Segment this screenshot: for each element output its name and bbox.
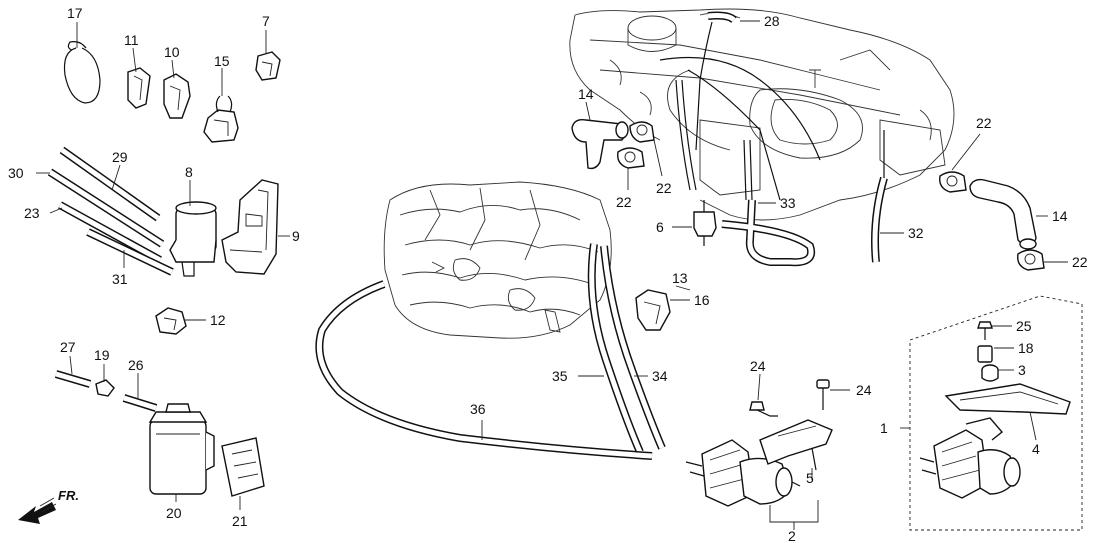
part-12-clip xyxy=(155,307,187,335)
callout-22-b: 22 xyxy=(616,194,632,210)
callout-5: 5 xyxy=(806,470,814,486)
part-14-hose-right xyxy=(969,178,1037,250)
engine-vacuum-lines xyxy=(659,56,885,201)
callout-16: 16 xyxy=(694,292,710,308)
part-4-bracket xyxy=(944,383,1071,415)
callout-22-d: 22 xyxy=(1072,254,1088,270)
front-direction-arrow xyxy=(18,497,57,524)
part-22-clamp-c xyxy=(939,171,967,193)
callout-14-left: 14 xyxy=(578,86,594,102)
part-3-grommet xyxy=(981,364,999,382)
callout-4: 4 xyxy=(1032,441,1040,457)
callout-26: 26 xyxy=(128,357,144,373)
part-10-clip xyxy=(163,73,191,119)
part-36-hose xyxy=(315,280,653,460)
part-5-bracket xyxy=(759,419,833,471)
callout-36: 36 xyxy=(470,401,486,417)
part-22-clamp-d xyxy=(1017,249,1045,271)
engine-block-outline xyxy=(383,181,612,339)
callout-29: 29 xyxy=(112,149,128,165)
part-24-bolts-mid xyxy=(749,379,830,417)
part-11-clip xyxy=(127,67,151,109)
hose-group-left xyxy=(47,146,174,276)
leader-lines xyxy=(36,20,1068,530)
part-15-clip xyxy=(203,95,239,143)
part-28-hose xyxy=(695,11,737,151)
callout-22-a: 22 xyxy=(656,180,672,196)
callout-23: 23 xyxy=(24,205,40,221)
part-2-actuator-assembly xyxy=(685,439,801,507)
part-25-bolt xyxy=(977,321,993,340)
part-22-clamp-a xyxy=(629,121,655,143)
callout-14-right: 14 xyxy=(1052,208,1068,224)
callout-28: 28 xyxy=(764,13,780,29)
callout-30: 30 xyxy=(8,165,24,181)
callout-9: 9 xyxy=(292,228,300,244)
callout-13: 13 xyxy=(672,270,688,286)
callout-27: 27 xyxy=(60,339,76,355)
callout-12: 12 xyxy=(210,312,226,328)
callout-24-a: 24 xyxy=(750,358,766,374)
callout-8: 8 xyxy=(185,164,193,180)
part-21-bracket xyxy=(221,437,265,497)
part-13-16-clip xyxy=(635,289,671,331)
callout-33: 33 xyxy=(780,195,796,211)
callout-17: 17 xyxy=(67,5,83,21)
part-20-canister xyxy=(148,403,215,495)
callout-labels: 17 11 10 15 7 30 29 23 31 8 9 12 27 19 2… xyxy=(8,5,1088,543)
callout-6: 6 xyxy=(656,219,664,235)
callout-18: 18 xyxy=(1018,340,1034,356)
part-9-bracket xyxy=(221,179,279,275)
callout-7: 7 xyxy=(262,13,270,29)
callout-3: 3 xyxy=(1018,362,1026,378)
callout-10: 10 xyxy=(164,44,180,60)
callout-21: 21 xyxy=(232,513,248,529)
callout-2: 2 xyxy=(788,528,796,543)
part-27-19-26-hose-joint xyxy=(54,370,158,412)
part-1-assembly-box xyxy=(909,295,1083,531)
callout-25: 25 xyxy=(1016,318,1032,334)
part-6-check-valve xyxy=(693,200,717,246)
part-22-clamp-b xyxy=(617,147,645,169)
front-direction-label: FR. xyxy=(58,488,79,503)
callout-31: 31 xyxy=(112,271,128,287)
part-32-hose xyxy=(871,176,888,263)
part-17-hose-clamp xyxy=(63,41,101,104)
callout-24-b: 24 xyxy=(856,382,872,398)
part-33-hose xyxy=(721,199,815,267)
callout-20: 20 xyxy=(166,505,182,521)
part-18-spacer xyxy=(977,345,993,363)
callout-19: 19 xyxy=(94,347,110,363)
engine-top-outline xyxy=(569,8,955,221)
part-8-vacuum-tank xyxy=(169,201,217,277)
callout-32: 32 xyxy=(908,225,924,241)
callout-35: 35 xyxy=(552,368,568,384)
callout-34: 34 xyxy=(652,368,668,384)
part-1-actuator xyxy=(919,417,1021,499)
part-14-hose-left xyxy=(571,118,629,170)
callout-22-c: 22 xyxy=(976,115,992,131)
part-34-35-hoses xyxy=(587,243,666,454)
part-7-clip xyxy=(255,51,281,81)
callout-1: 1 xyxy=(880,420,888,436)
callout-15: 15 xyxy=(214,53,230,69)
callout-11: 11 xyxy=(124,32,139,48)
